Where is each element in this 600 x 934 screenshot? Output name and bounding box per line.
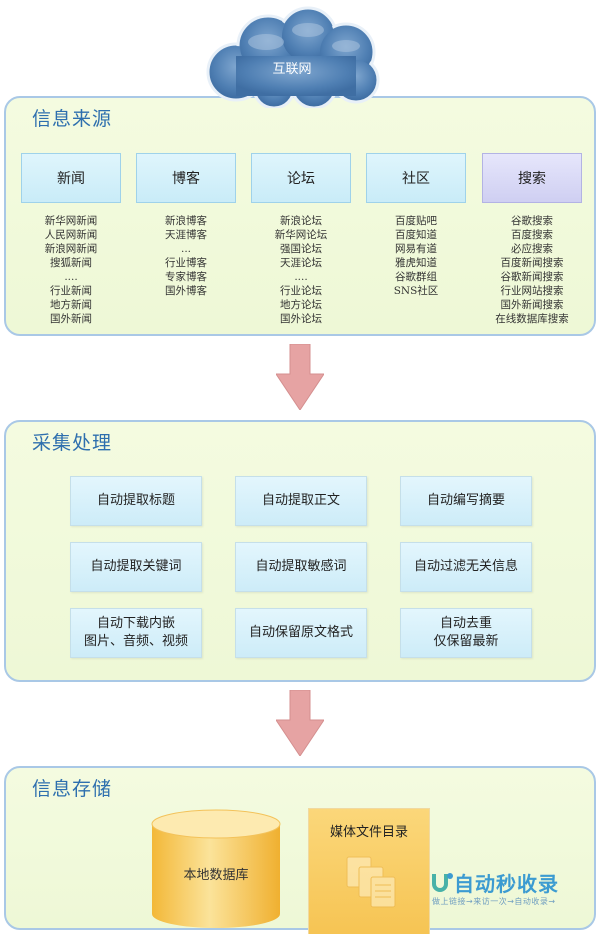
source-list-item: 地方新闻 xyxy=(50,299,92,311)
sources-panel: 信息来源 新闻 博客 论坛 社区 搜索 新华网新闻人民网新闻新浪网新闻搜狐新闻.… xyxy=(4,96,596,336)
source-news-list: 新华网新闻人民网新闻新浪网新闻搜狐新闻.... 行业新闻地方新闻国外新闻 xyxy=(6,214,136,326)
process-extract-sensitive: 自动提取敏感词 xyxy=(235,542,367,592)
process-keep-format: 自动保留原文格式 xyxy=(235,608,367,658)
processing-panel: 采集处理 自动提取标题 自动提取正文 自动编写摘要 自动提取关键词 自动提取敏感… xyxy=(4,420,596,682)
source-blog-box: 博客 xyxy=(136,153,236,203)
source-search-box: 搜索 xyxy=(482,153,582,203)
source-list-item: 国外论坛 xyxy=(280,313,322,325)
source-list-item: 百度搜索 xyxy=(511,229,553,241)
source-list-item: SNS社区 xyxy=(393,285,439,297)
source-list-item: 谷歌新闻搜索 xyxy=(500,271,564,283)
source-forum-list: 新浪论坛新华网论坛强国论坛天涯论坛.... 行业论坛地方论坛国外论坛 xyxy=(236,214,366,326)
process-extract-keywords: 自动提取关键词 xyxy=(70,542,202,592)
processing-title: 采集处理 xyxy=(32,432,113,454)
source-list-item: .... xyxy=(294,271,308,283)
source-list-item: 天涯博客 xyxy=(165,229,207,241)
sources-title: 信息来源 xyxy=(32,108,113,130)
media-label: 媒体文件目录 xyxy=(329,825,408,840)
source-list-item: 地方论坛 xyxy=(280,299,322,311)
database-label: 本地数据库 xyxy=(183,868,249,883)
source-list-item: 行业论坛 xyxy=(280,285,322,297)
storage-title: 信息存储 xyxy=(32,778,113,800)
watermark-subtext: 做上链接→来访一次→自动收录→ xyxy=(432,897,556,906)
cloud-icon xyxy=(206,6,380,110)
source-list-item: 专家博客 xyxy=(165,271,207,283)
source-list-item: 百度贴吧 xyxy=(395,215,437,227)
documents-icon xyxy=(346,856,396,908)
source-list-item: 天涯论坛 xyxy=(280,257,322,269)
logo-icon xyxy=(432,873,453,892)
internet-cloud: 互联网 xyxy=(196,6,388,110)
source-list-item: 行业新闻 xyxy=(50,285,92,297)
down-arrow-icon xyxy=(276,690,324,756)
watermark: 自动秒收录 做上链接→来访一次→自动收录→ xyxy=(426,860,582,912)
source-list-item: 百度知道 xyxy=(395,229,437,241)
source-list-item: 新华网新闻 xyxy=(44,215,98,227)
source-list-item: 新浪论坛 xyxy=(280,215,322,227)
process-write-summary: 自动编写摘要 xyxy=(400,476,532,526)
source-list-item: 新华网论坛 xyxy=(274,229,328,241)
local-database: 本地数据库 xyxy=(148,808,284,932)
source-list-item: ... xyxy=(180,243,191,255)
source-list-item: 新浪网新闻 xyxy=(44,243,98,255)
process-deduplicate: 自动去重 仅保留最新 xyxy=(400,608,532,658)
source-search-list: 谷歌搜索百度搜索必应搜索百度新闻搜索谷歌新闻搜索行业网站搜索国外新闻搜索在线数据… xyxy=(467,214,597,326)
source-list-item: 人民网新闻 xyxy=(44,229,98,241)
source-list-item: 在线数据库搜索 xyxy=(495,313,569,325)
source-list-item: .... xyxy=(64,271,78,283)
source-list-item: 必应搜索 xyxy=(511,243,553,255)
source-list-item: 雅虎知道 xyxy=(395,257,437,269)
source-list-item: 国外新闻搜索 xyxy=(500,299,564,311)
source-list-item: 谷歌搜索 xyxy=(511,215,553,227)
source-list-item: 强国论坛 xyxy=(280,243,322,255)
database-icon xyxy=(151,809,281,928)
watermark-text: 自动秒收录 xyxy=(454,872,559,896)
process-download-media: 自动下载内嵌 图片、音频、视频 xyxy=(70,608,202,658)
media-directory: 媒体文件目录 xyxy=(308,808,430,934)
process-extract-body: 自动提取正文 xyxy=(235,476,367,526)
source-list-item: 百度新闻搜索 xyxy=(500,257,564,269)
source-list-item: 行业博客 xyxy=(165,257,207,269)
source-list-item: 国外新闻 xyxy=(50,313,92,325)
source-blog-list: 新浪博客天涯博客... 行业博客专家博客国外博客 xyxy=(121,214,251,298)
source-list-item: 国外博客 xyxy=(165,285,207,297)
source-forum-box: 论坛 xyxy=(251,153,351,203)
process-filter-irrelevant: 自动过滤无关信息 xyxy=(400,542,532,592)
source-news-box: 新闻 xyxy=(21,153,121,203)
source-list-item: 搜狐新闻 xyxy=(50,257,92,269)
source-list-item: 行业网站搜索 xyxy=(500,285,564,297)
source-list-item: 新浪博客 xyxy=(165,215,207,227)
down-arrow-icon xyxy=(276,344,324,410)
cloud-label: 互联网 xyxy=(272,62,312,77)
process-extract-title: 自动提取标题 xyxy=(70,476,202,526)
source-community-box: 社区 xyxy=(366,153,466,203)
source-list-item: 网易有道 xyxy=(395,243,437,255)
storage-panel: 信息存储 本地数据库 媒体文件目录 xyxy=(4,766,596,934)
source-list-item: 谷歌群组 xyxy=(395,271,437,283)
source-community-list: 百度贴吧百度知道网易有道雅虎知道谷歌群组 SNS社区 xyxy=(351,214,481,298)
